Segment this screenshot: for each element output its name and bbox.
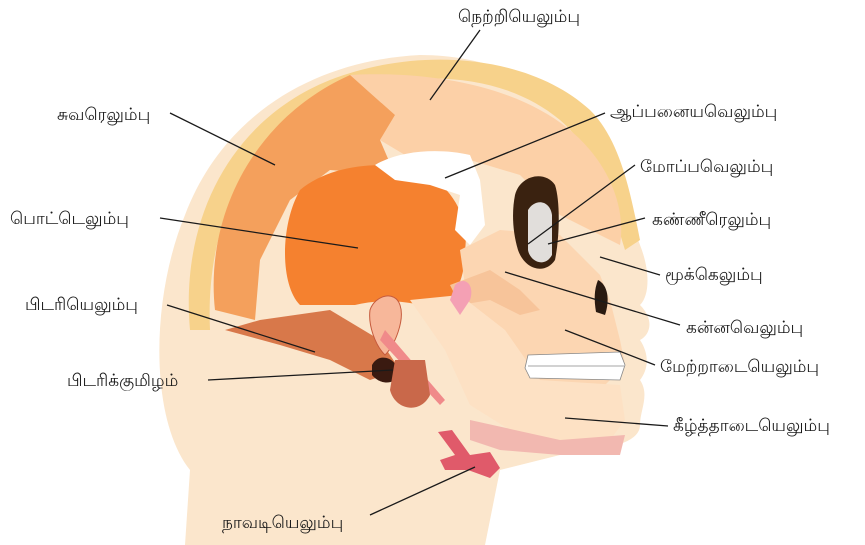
label-ethmoid: மோப்பவெலும்பு	[640, 157, 773, 177]
label-occipital: பிடரியெலும்பு	[25, 295, 138, 315]
label-frontal: நெற்றியெலும்பு	[458, 7, 580, 27]
label-parietal: சுவரெலும்பு	[57, 105, 150, 125]
label-mandible: கீழ்த்தாடையெலும்பு	[673, 416, 830, 436]
orbit-inner	[528, 202, 552, 262]
label-zygomatic: கன்னவெலும்பு	[686, 318, 803, 338]
label-nasal: மூக்கெலும்பு	[665, 265, 763, 285]
label-occipital-condyle: பிடரிக்குமிழம்	[67, 371, 178, 391]
label-lacrimal: கண்ணீரெலும்பு	[652, 210, 771, 230]
label-maxilla: மேற்றாடையெலும்பு	[660, 357, 819, 377]
label-temporal: பொட்டெலும்பு	[10, 209, 129, 229]
label-hyoid: நாவடியெலும்பு	[222, 513, 343, 533]
label-sphenoid: ஆப்பனையவெலும்பு	[610, 102, 777, 122]
mastoid	[390, 360, 430, 408]
